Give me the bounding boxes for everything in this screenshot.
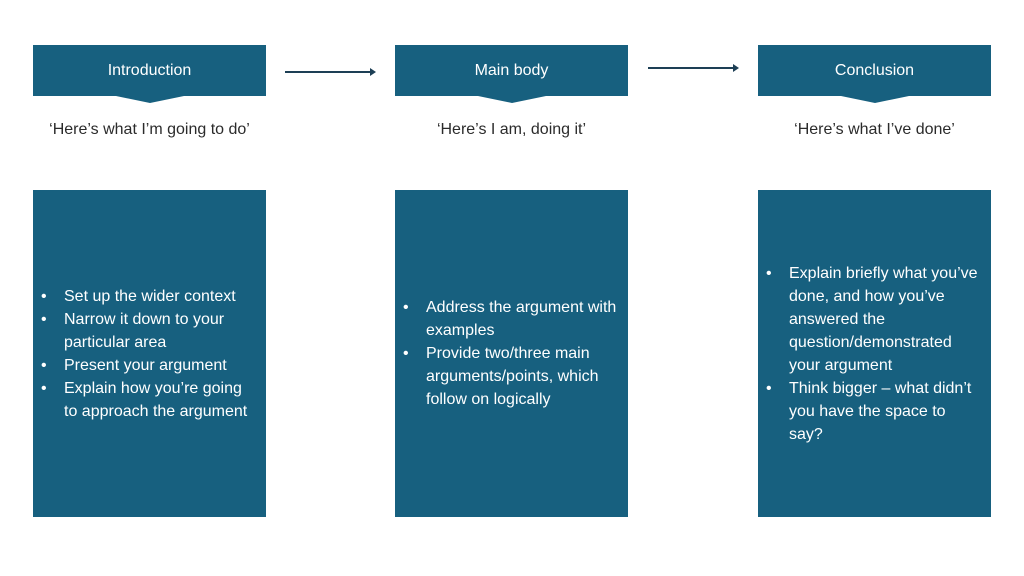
introduction-bullet: Present your argument [41,354,258,377]
conclusion-bullet-list: Explain briefly what you’ve done, and ho… [766,262,983,446]
main-body-bullet: Provide two/three main arguments/points,… [403,342,620,411]
main-body-header: Main body [395,45,628,96]
introduction-quote: ‘Here’s what I’m going to do’ [49,121,250,138]
conclusion-title: Conclusion [834,61,915,79]
main-body-bullet-list: Address the argument with examples Provi… [403,296,620,411]
conclusion-bullet: Explain briefly what you’ve done, and ho… [766,262,983,377]
main-body-title: Main body [474,61,549,79]
conclusion-header: Conclusion [758,45,991,96]
introduction-bullet: Explain how you’re going to approach the… [41,377,258,423]
conclusion-box: Explain briefly what you’ve done, and ho… [758,190,991,517]
introduction-bullet: Narrow it down to your particular area [41,308,258,354]
conclusion-bullet: Think bigger – what didn’t you have the … [766,377,983,446]
main-body-quote: ‘Here’s I am, doing it’ [436,121,587,138]
introduction-title: Introduction [107,61,192,79]
introduction-header: Introduction [33,45,266,96]
main-body-bullet: Address the argument with examples [403,296,620,342]
introduction-bullet: Set up the wider context [41,285,258,308]
arrow-main-body-to-conclusion [648,64,739,72]
conclusion-quote: ‘Here’s what I’ve done’ [794,121,955,138]
introduction-bullet-list: Set up the wider context Narrow it down … [41,285,258,423]
arrow-introduction-to-main-body [285,68,376,76]
introduction-box: Set up the wider context Narrow it down … [33,190,266,517]
main-body-box: Address the argument with examples Provi… [395,190,628,517]
